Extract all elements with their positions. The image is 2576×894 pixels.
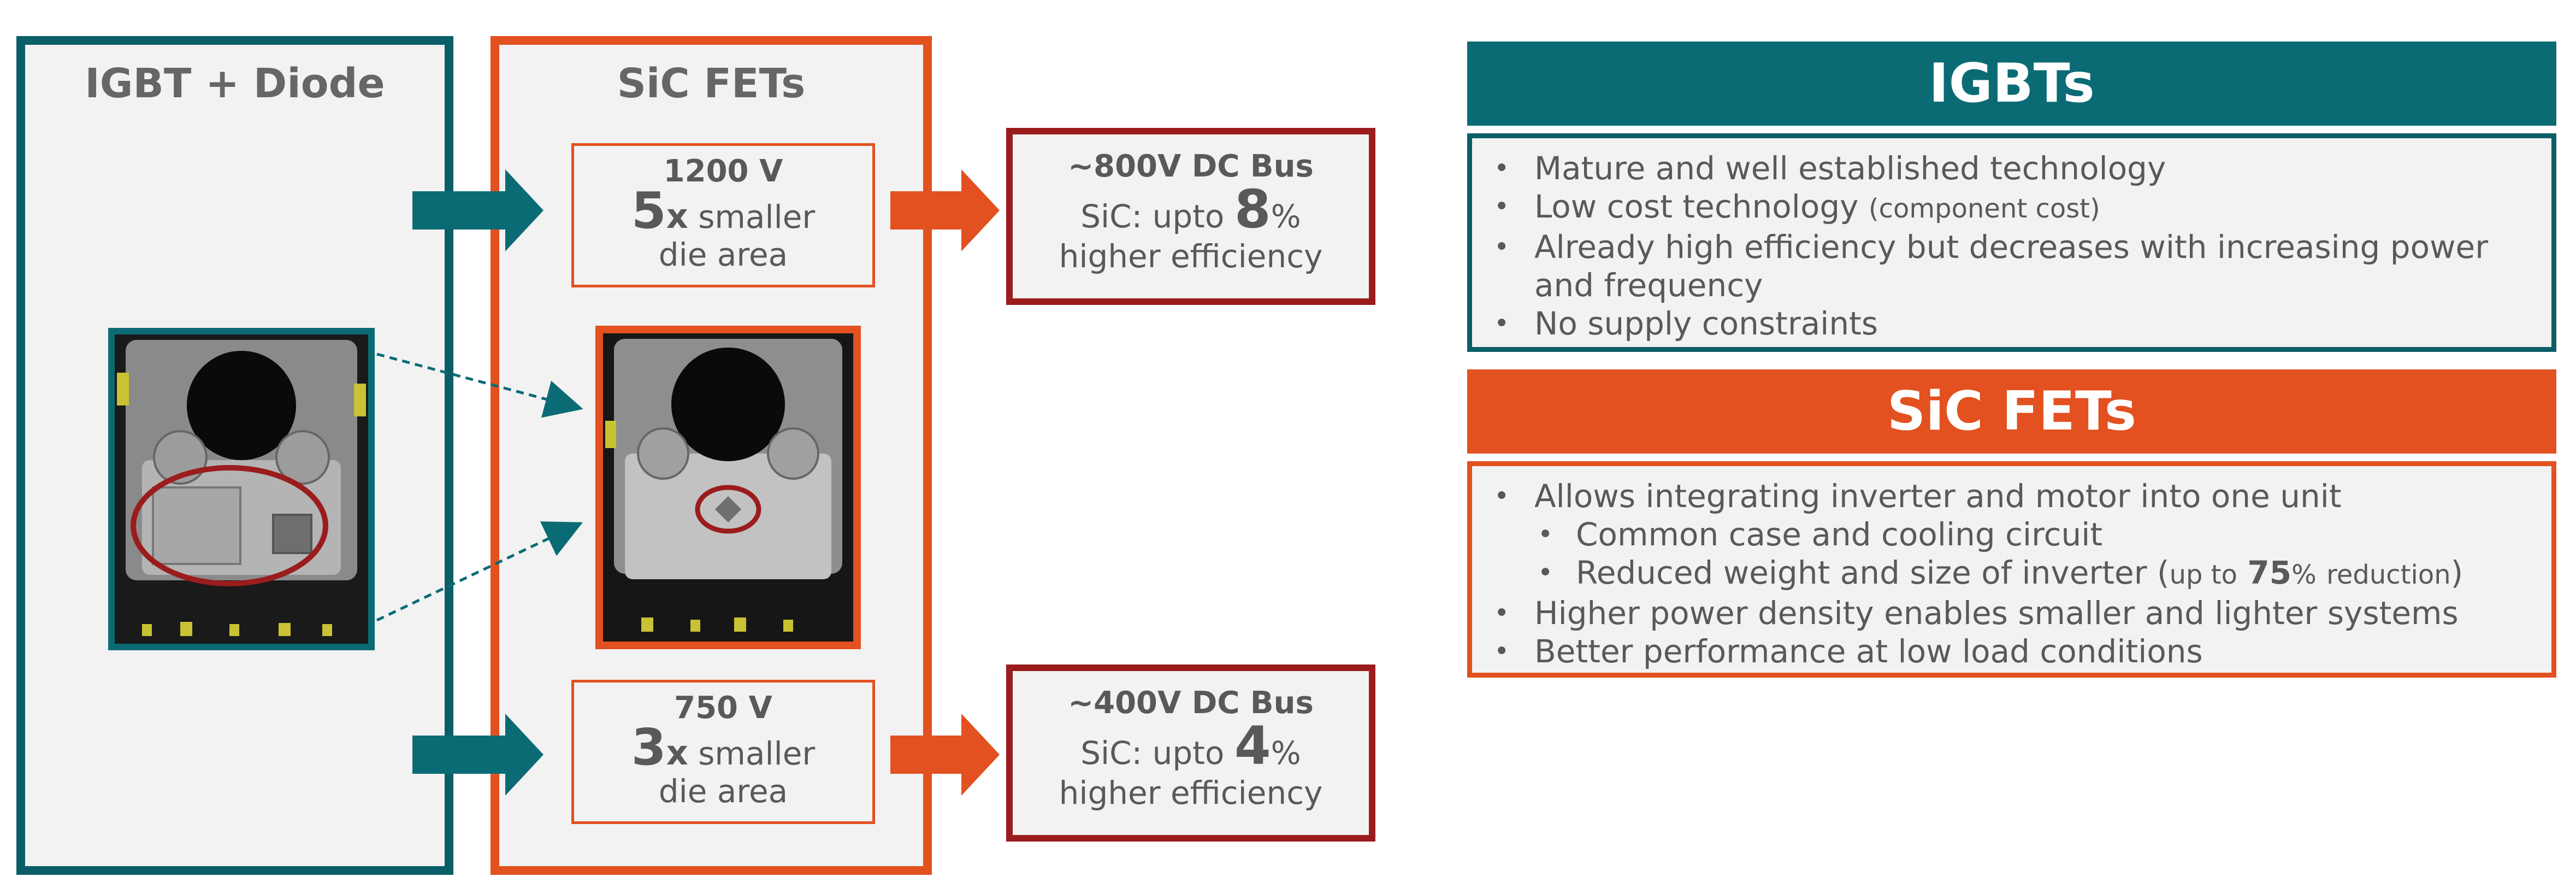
smaller-label: smaller [698, 735, 816, 772]
smaller-label: smaller [698, 198, 816, 236]
igbt-diode-panel: IGBT + Diode [16, 36, 453, 875]
voltage-box-1200v: 1200 V 5x smaller die area [571, 143, 875, 287]
bus-label: ~400V DC Bus [1068, 685, 1314, 721]
efficiency-value: 8 [1234, 179, 1271, 240]
list-item: Mature and well established technology [1472, 149, 2551, 187]
sic-chip-image [595, 326, 861, 649]
igbts-header: IGBTs [1467, 42, 2556, 126]
efficiency-unit: % [1271, 734, 1301, 772]
die-factor-suffix: x [666, 733, 688, 773]
die-area-label: die area [658, 773, 788, 810]
list-item: Higher power density enables smaller and… [1472, 594, 2551, 632]
efficiency-value: 4 [1234, 715, 1271, 777]
die-area-label: die area [658, 236, 788, 273]
component-cost-note: (component cost) [1868, 193, 2100, 224]
list-item: No supply constraints [1472, 304, 2551, 343]
die-factor-suffix: x [666, 196, 688, 236]
efficiency-unit: % [1271, 198, 1301, 235]
list-item: Better performance at low load condition… [1472, 632, 2551, 671]
bus-box-800v: ~800V DC Bus SiC: upto 8% higher efficie… [1006, 128, 1375, 305]
sic-panel-title: SiC FETs [617, 60, 806, 107]
efficiency-prefix: SiC: upto [1080, 734, 1225, 772]
dashed-arrow-icon [376, 352, 583, 622]
bus-box-400v: ~400V DC Bus SiC: upto 4% higher efficie… [1006, 664, 1375, 842]
efficiency-suffix: higher efficiency [1059, 238, 1323, 275]
bus-label: ~800V DC Bus [1068, 149, 1314, 184]
efficiency-suffix: higher efficiency [1059, 774, 1323, 811]
igbts-list: Mature and well established technology L… [1472, 149, 2551, 343]
igbts-list-box: Mature and well established technology L… [1467, 133, 2556, 352]
orange-arrow-right-icon [890, 714, 1000, 796]
list-subitem: Common case and cooling circuit [1472, 515, 2551, 554]
igbt-chip-image [108, 328, 375, 650]
orange-arrow-right-icon [890, 169, 1000, 251]
teal-arrow-right-icon [412, 714, 543, 796]
voltage-box-750v: 750 V 3x smaller die area [571, 680, 875, 824]
list-item: Low cost technology (component cost) [1472, 187, 2551, 228]
teal-arrow-right-icon [412, 169, 543, 251]
igbt-panel-title: IGBT + Diode [85, 60, 385, 107]
sic-fets-header: SiC FETs [1467, 369, 2556, 454]
die-factor: 3 [631, 718, 666, 777]
sic-fets-list-box: Allows integrating inverter and motor in… [1467, 461, 2556, 678]
list-item: Allows integrating inverter and motor in… [1472, 477, 2551, 515]
sic-fets-list: Allows integrating inverter and motor in… [1472, 477, 2551, 671]
list-subitem: Reduced weight and size of inverter (up … [1472, 554, 2551, 594]
die-factor: 5 [631, 181, 666, 240]
voltage-label: 750 V [674, 690, 772, 726]
voltage-label: 1200 V [663, 154, 783, 189]
efficiency-prefix: SiC: upto [1080, 198, 1225, 235]
list-item: Already high efficiency but decreases wi… [1472, 228, 2551, 304]
